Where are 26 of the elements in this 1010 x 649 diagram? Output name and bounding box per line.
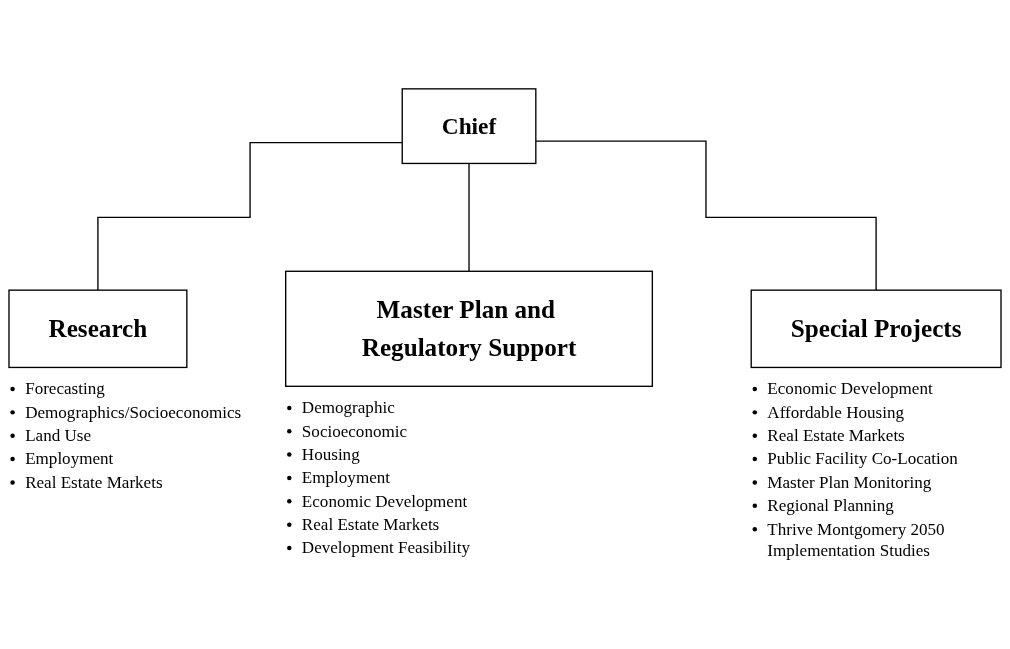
list-item: Master Plan Monitoring [767,472,932,492]
list-item: Employment [301,468,390,488]
list-item: Employment [25,449,114,469]
list-item: Development Feasibility [301,538,471,558]
list-item: Thrive Montgomery 2050 Implementation Studies [767,519,945,561]
node-box: Special Projects [750,289,1002,369]
node-box: Chief [401,88,537,165]
list-item: Economic Development [301,491,468,511]
list-item: Affordable Housing [767,402,904,422]
list-item: Regional Planning [767,496,894,516]
list-item: Public Facility Co-Location [767,449,958,469]
list-item: Socioeconomic [301,421,408,441]
connector [97,141,403,291]
list-item: Real Estate Markets [25,472,163,492]
node-box: Research [8,289,188,369]
list-item: Real Estate Markets [301,515,440,535]
connector [468,162,470,272]
list-item: Demographic [301,398,395,418]
list-item: Land Use [25,426,91,446]
list-item: Housing [301,445,360,464]
list-item: Demographics/Socioeconomics [25,402,242,422]
list-item: Real Estate Markets [767,426,905,446]
connector [535,140,877,291]
node-box: Master Plan and Regulatory Support [285,270,654,387]
list-item: Forecasting [25,379,105,399]
list-item: Economic Development [767,379,933,399]
